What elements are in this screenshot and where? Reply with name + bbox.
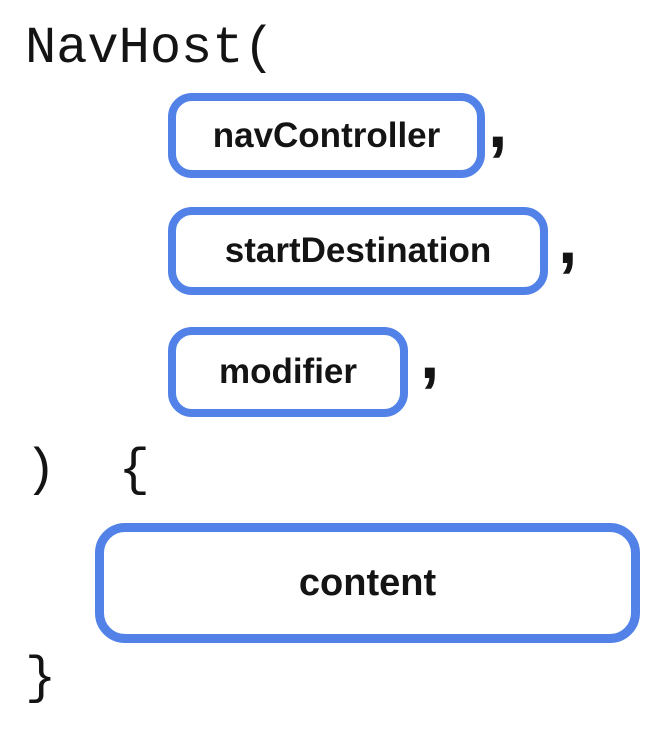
content-row: content [95,523,640,643]
content-pill: content [95,523,640,643]
param-label-navcontroller: navController [212,115,441,155]
comma-separator: , [420,315,440,393]
comma-separator: , [488,84,508,162]
comma-separator: , [558,200,578,278]
param-label-startdestination: startDestination [224,231,492,270]
param-pill-modifier: modifier [168,327,408,417]
param-row-startdestination: startDestination , [168,204,577,295]
param-pill-startdestination: startDestination [168,207,548,295]
param-label-modifier: modifier [218,352,358,391]
content-label: content [298,561,437,604]
code-body-open: ) { [25,441,150,500]
code-function-open: NavHost( [25,19,275,78]
param-row-navcontroller: navController , [168,88,507,178]
param-row-modifier: modifier , [168,319,439,417]
param-pill-navcontroller: navController [168,93,485,178]
code-body-close: } [25,649,57,708]
